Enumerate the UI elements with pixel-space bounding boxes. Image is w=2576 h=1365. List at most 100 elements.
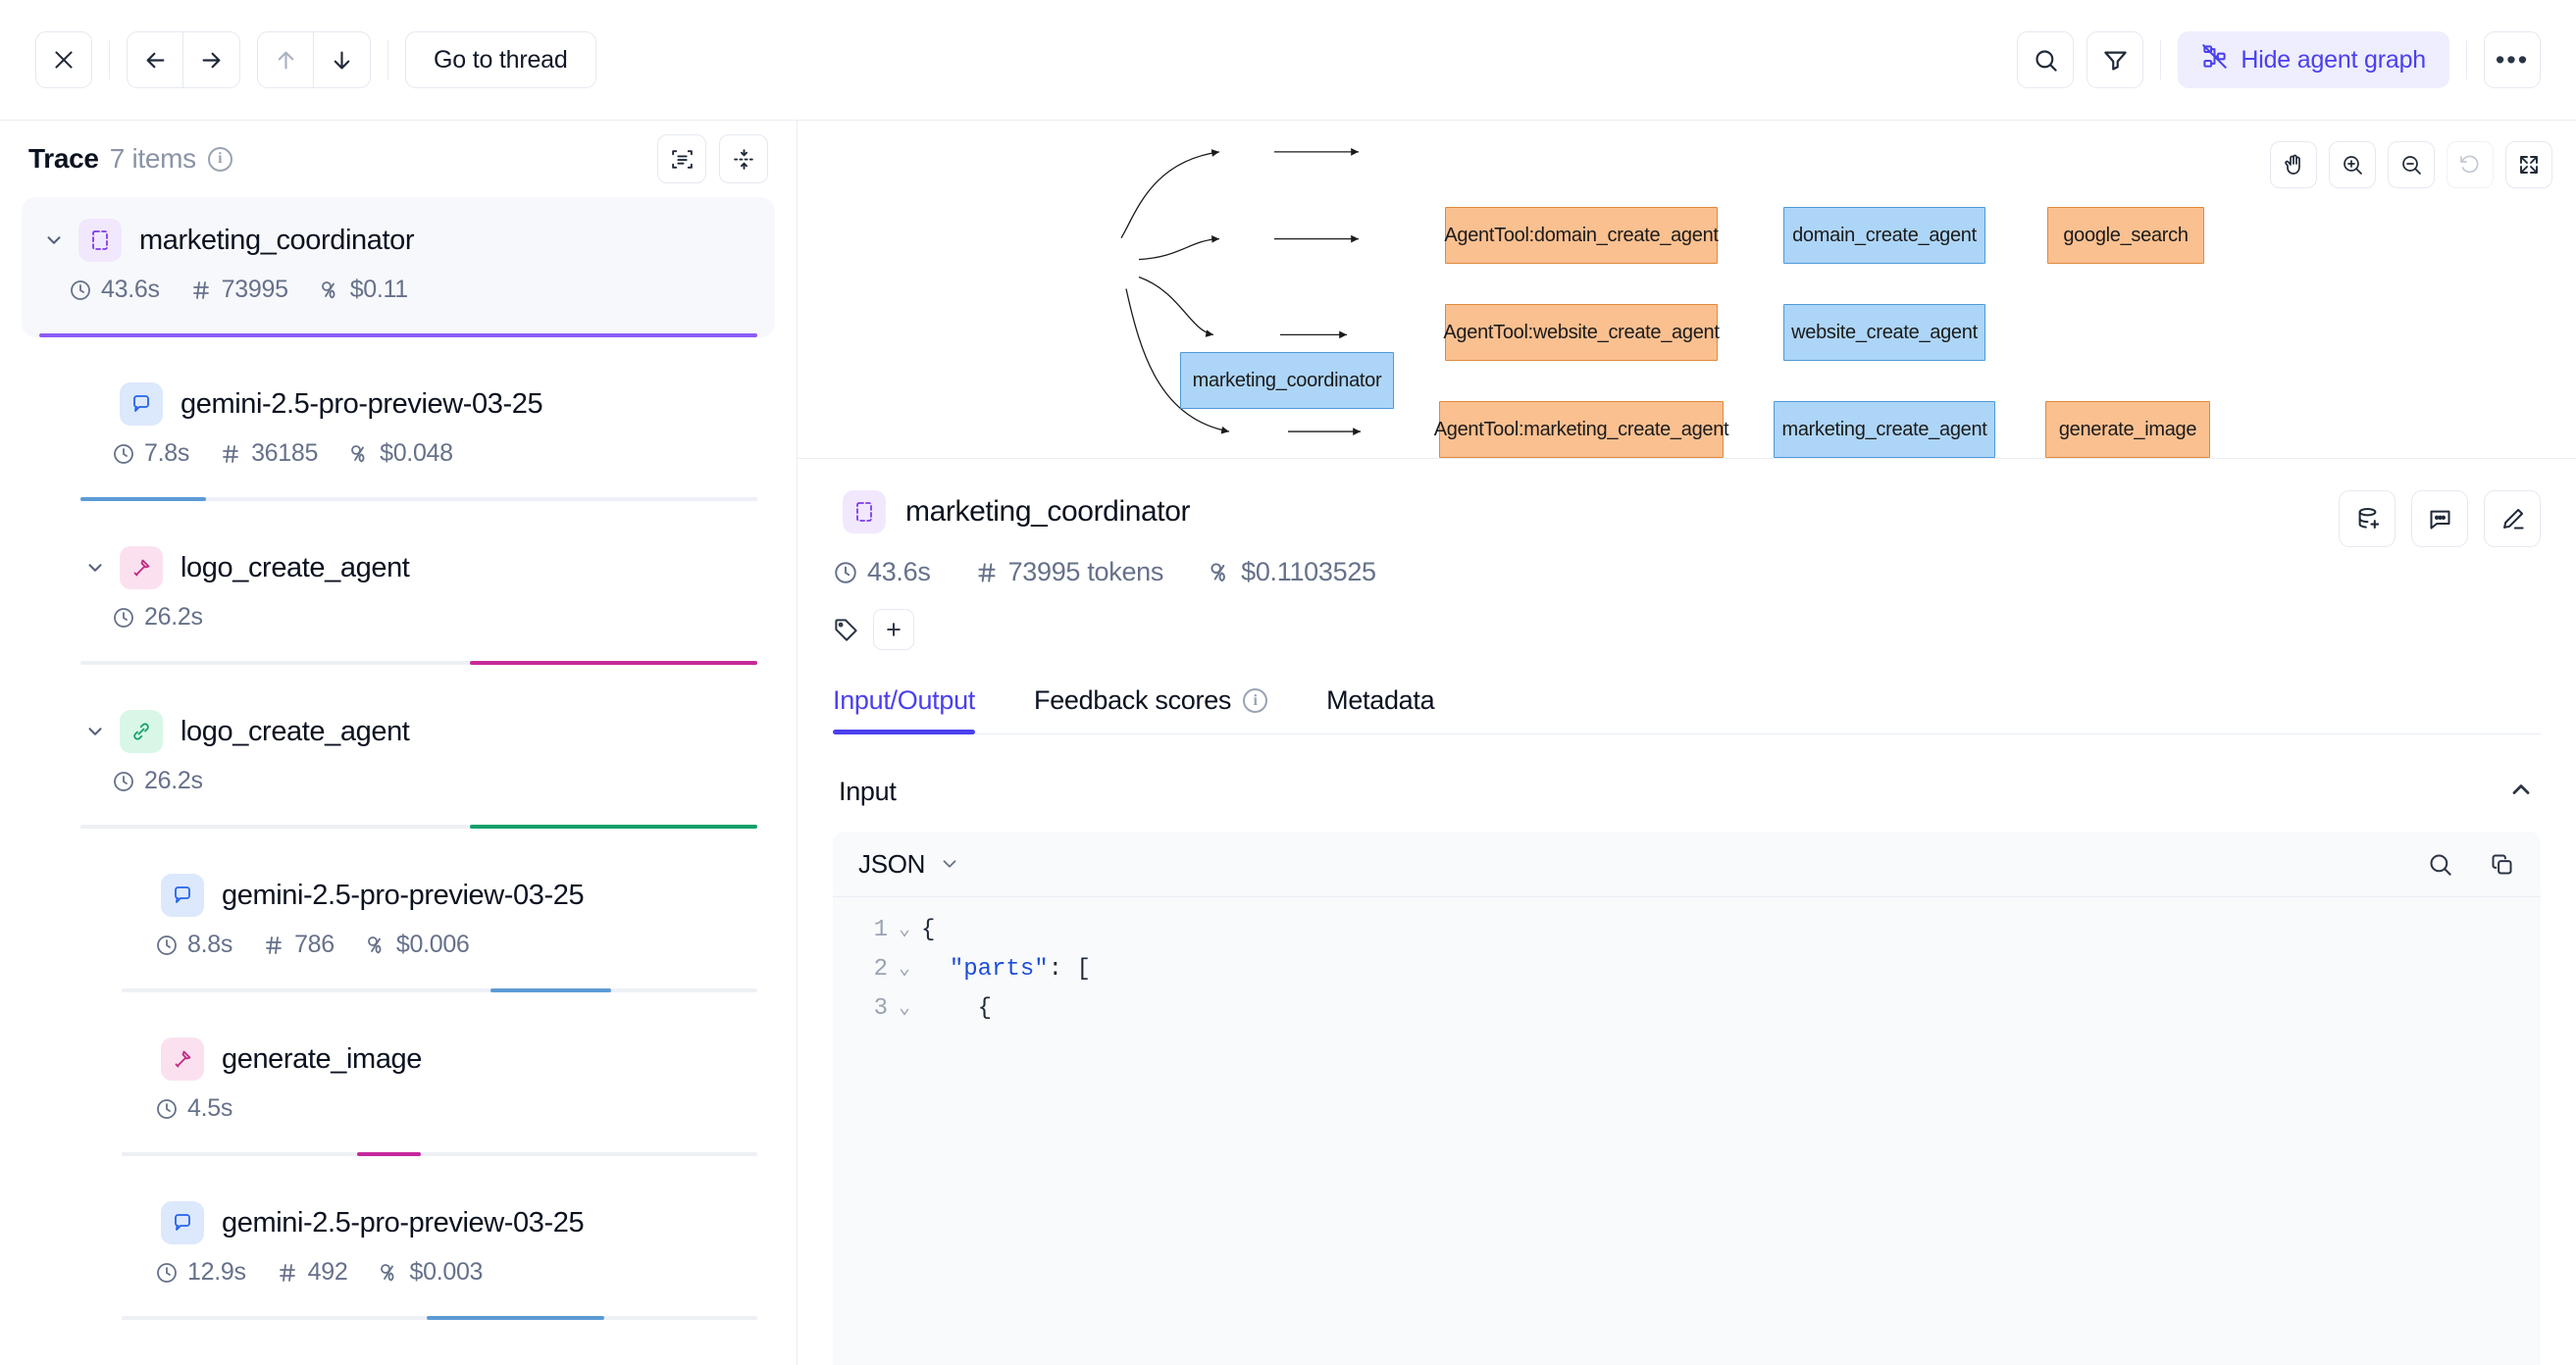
chevron-down-icon (939, 853, 960, 875)
back-button[interactable] (127, 31, 183, 88)
more-options-button[interactable]: ••• (2484, 31, 2541, 88)
hide-agent-graph-label: Hide agent graph (2241, 45, 2426, 74)
reset-icon[interactable] (2447, 141, 2494, 188)
graph-node-label: AgentTool:domain_create_agent (1444, 224, 1719, 246)
forward-button[interactable] (183, 31, 240, 88)
graph-node[interactable]: website_create_agent (1783, 304, 1985, 361)
json-fold-toggle[interactable]: ⌄ (898, 919, 911, 941)
chevron-up-icon[interactable] (2507, 776, 2535, 808)
next-span-button[interactable] (314, 31, 371, 88)
agent-graph[interactable]: marketing_coordinator AgentTool:domain_cr… (798, 121, 2576, 459)
graph-node[interactable]: AgentTool:website_create_agent (1443, 304, 1720, 361)
json-line-code: { (921, 995, 993, 1022)
tree-item-duration: 26.2s (112, 603, 203, 632)
trace-header: Trace 7 items i (0, 121, 797, 197)
tab-input-output[interactable]: Input/Output (833, 685, 975, 734)
json-viewer: JSON (833, 832, 2541, 1365)
trace-tree-item[interactable]: logo_create_agent 26.2s (22, 688, 775, 829)
graph-node[interactable]: domain_create_agent (1783, 207, 1985, 264)
tree-expand-chevron-icon[interactable] (80, 553, 110, 582)
graph-node[interactable]: marketing_coordinator (1180, 352, 1394, 409)
tree-item-label: logo_create_agent (180, 715, 410, 747)
filter-button[interactable] (2087, 31, 2144, 88)
graph-node[interactable]: AgentTool:domain_create_agent (1444, 207, 1719, 264)
json-content[interactable]: 1⌄{2⌄ "parts": [3⌄ { (833, 896, 2541, 1029)
span-tokens: 73995 tokens (974, 557, 1163, 587)
comment-icon[interactable] (2411, 490, 2468, 547)
span-metrics: 43.6s 73995 tokens $0.1103525 (833, 557, 1419, 587)
json-fold-toggle[interactable]: ⌄ (898, 997, 911, 1020)
graph-node-label: marketing_coordinator (1192, 369, 1382, 391)
tab-info-icon[interactable]: i (1243, 688, 1268, 713)
tag-icon (833, 617, 859, 643)
tree-item-label: gemini-2.5-pro-preview-03-25 (180, 387, 543, 420)
tree-item-cost: $0.006 (364, 931, 470, 959)
agent-graph-icon (2201, 43, 2228, 76)
tree-item-cost: $0.11 (318, 276, 408, 304)
graph-node[interactable]: AgentTool:marketing_create_agent (1434, 401, 1729, 458)
tab-metadata[interactable]: Metadata (1326, 685, 1434, 733)
tree-item-duration-bar (80, 825, 757, 829)
previous-span-button[interactable] (257, 31, 314, 88)
toolbar-divider-2 (387, 40, 388, 79)
json-search-icon[interactable] (2427, 851, 2453, 878)
tree-item-tokens: 492 (276, 1258, 348, 1287)
zoom-in-icon[interactable] (2329, 141, 2376, 188)
toolbar-divider-3 (2160, 40, 2162, 79)
pan-icon[interactable] (2270, 141, 2317, 188)
trace-tree-item[interactable]: generate_image 4.5s (22, 1016, 775, 1156)
graph-node[interactable]: generate_image (2045, 401, 2210, 458)
hide-agent-graph-button[interactable]: Hide agent graph (2178, 31, 2449, 88)
tree-expand-chevron-icon[interactable] (80, 717, 110, 746)
graph-node[interactable]: google_search (2047, 207, 2204, 264)
tree-item-cost: $0.003 (377, 1258, 483, 1287)
tab-feedback-scores[interactable]: Feedback scores i (1034, 685, 1268, 733)
tree-item-metrics: 4.5s (155, 1094, 757, 1123)
add-tag-button[interactable]: + (873, 609, 914, 650)
add-to-dataset-icon[interactable] (2339, 490, 2396, 547)
collapse-all-button[interactable] (719, 134, 768, 183)
toolbar-right-group: Hide agent graph ••• (2017, 31, 2541, 88)
span-detail-header: marketing_coordinator 43.6s 73995 tokens (833, 459, 2541, 650)
search-button[interactable] (2017, 31, 2075, 88)
trace-header-buttons (657, 134, 768, 183)
span-cost: $0.1103525 (1207, 557, 1376, 587)
json-copy-icon[interactable] (2489, 851, 2515, 878)
json-format-select[interactable]: JSON (858, 849, 960, 880)
json-line-number: 2 (873, 956, 888, 983)
trace-title: Trace (28, 143, 99, 174)
tree-expand-chevron-icon[interactable] (39, 226, 69, 255)
json-fold-toggle[interactable]: ⌄ (898, 958, 911, 981)
graph-node-label: marketing_create_agent (1781, 418, 1987, 440)
graph-node[interactable]: marketing_create_agent (1774, 401, 1995, 458)
tree-item-metrics: 26.2s (112, 767, 757, 795)
tree-item-duration-bar (39, 333, 757, 337)
toolbar-divider-1 (109, 40, 110, 79)
go-to-thread-button[interactable]: Go to thread (405, 31, 596, 88)
edit-icon[interactable] (2484, 490, 2541, 547)
tree-item-duration: 7.8s (112, 439, 189, 468)
tree-item-label: generate_image (222, 1042, 422, 1075)
graph-node-label: AgentTool:marketing_create_agent (1433, 418, 1729, 440)
tree-item-duration-bar (122, 1316, 757, 1320)
tab-label: Feedback scores (1034, 685, 1232, 715)
json-line: 3⌄ { (833, 989, 2541, 1029)
span-tags-row: + (833, 609, 1419, 650)
detail-tabs[interactable]: Input/Output Feedback scores i Metadata (833, 685, 2541, 734)
close-button[interactable] (35, 31, 92, 88)
fullscreen-icon[interactable] (2505, 141, 2552, 188)
graph-controls (2270, 141, 2552, 188)
expand-all-button[interactable] (657, 134, 706, 183)
trace-span-icon (843, 490, 886, 533)
trace-info-icon[interactable]: i (207, 146, 232, 172)
zoom-out-icon[interactable] (2388, 141, 2435, 188)
